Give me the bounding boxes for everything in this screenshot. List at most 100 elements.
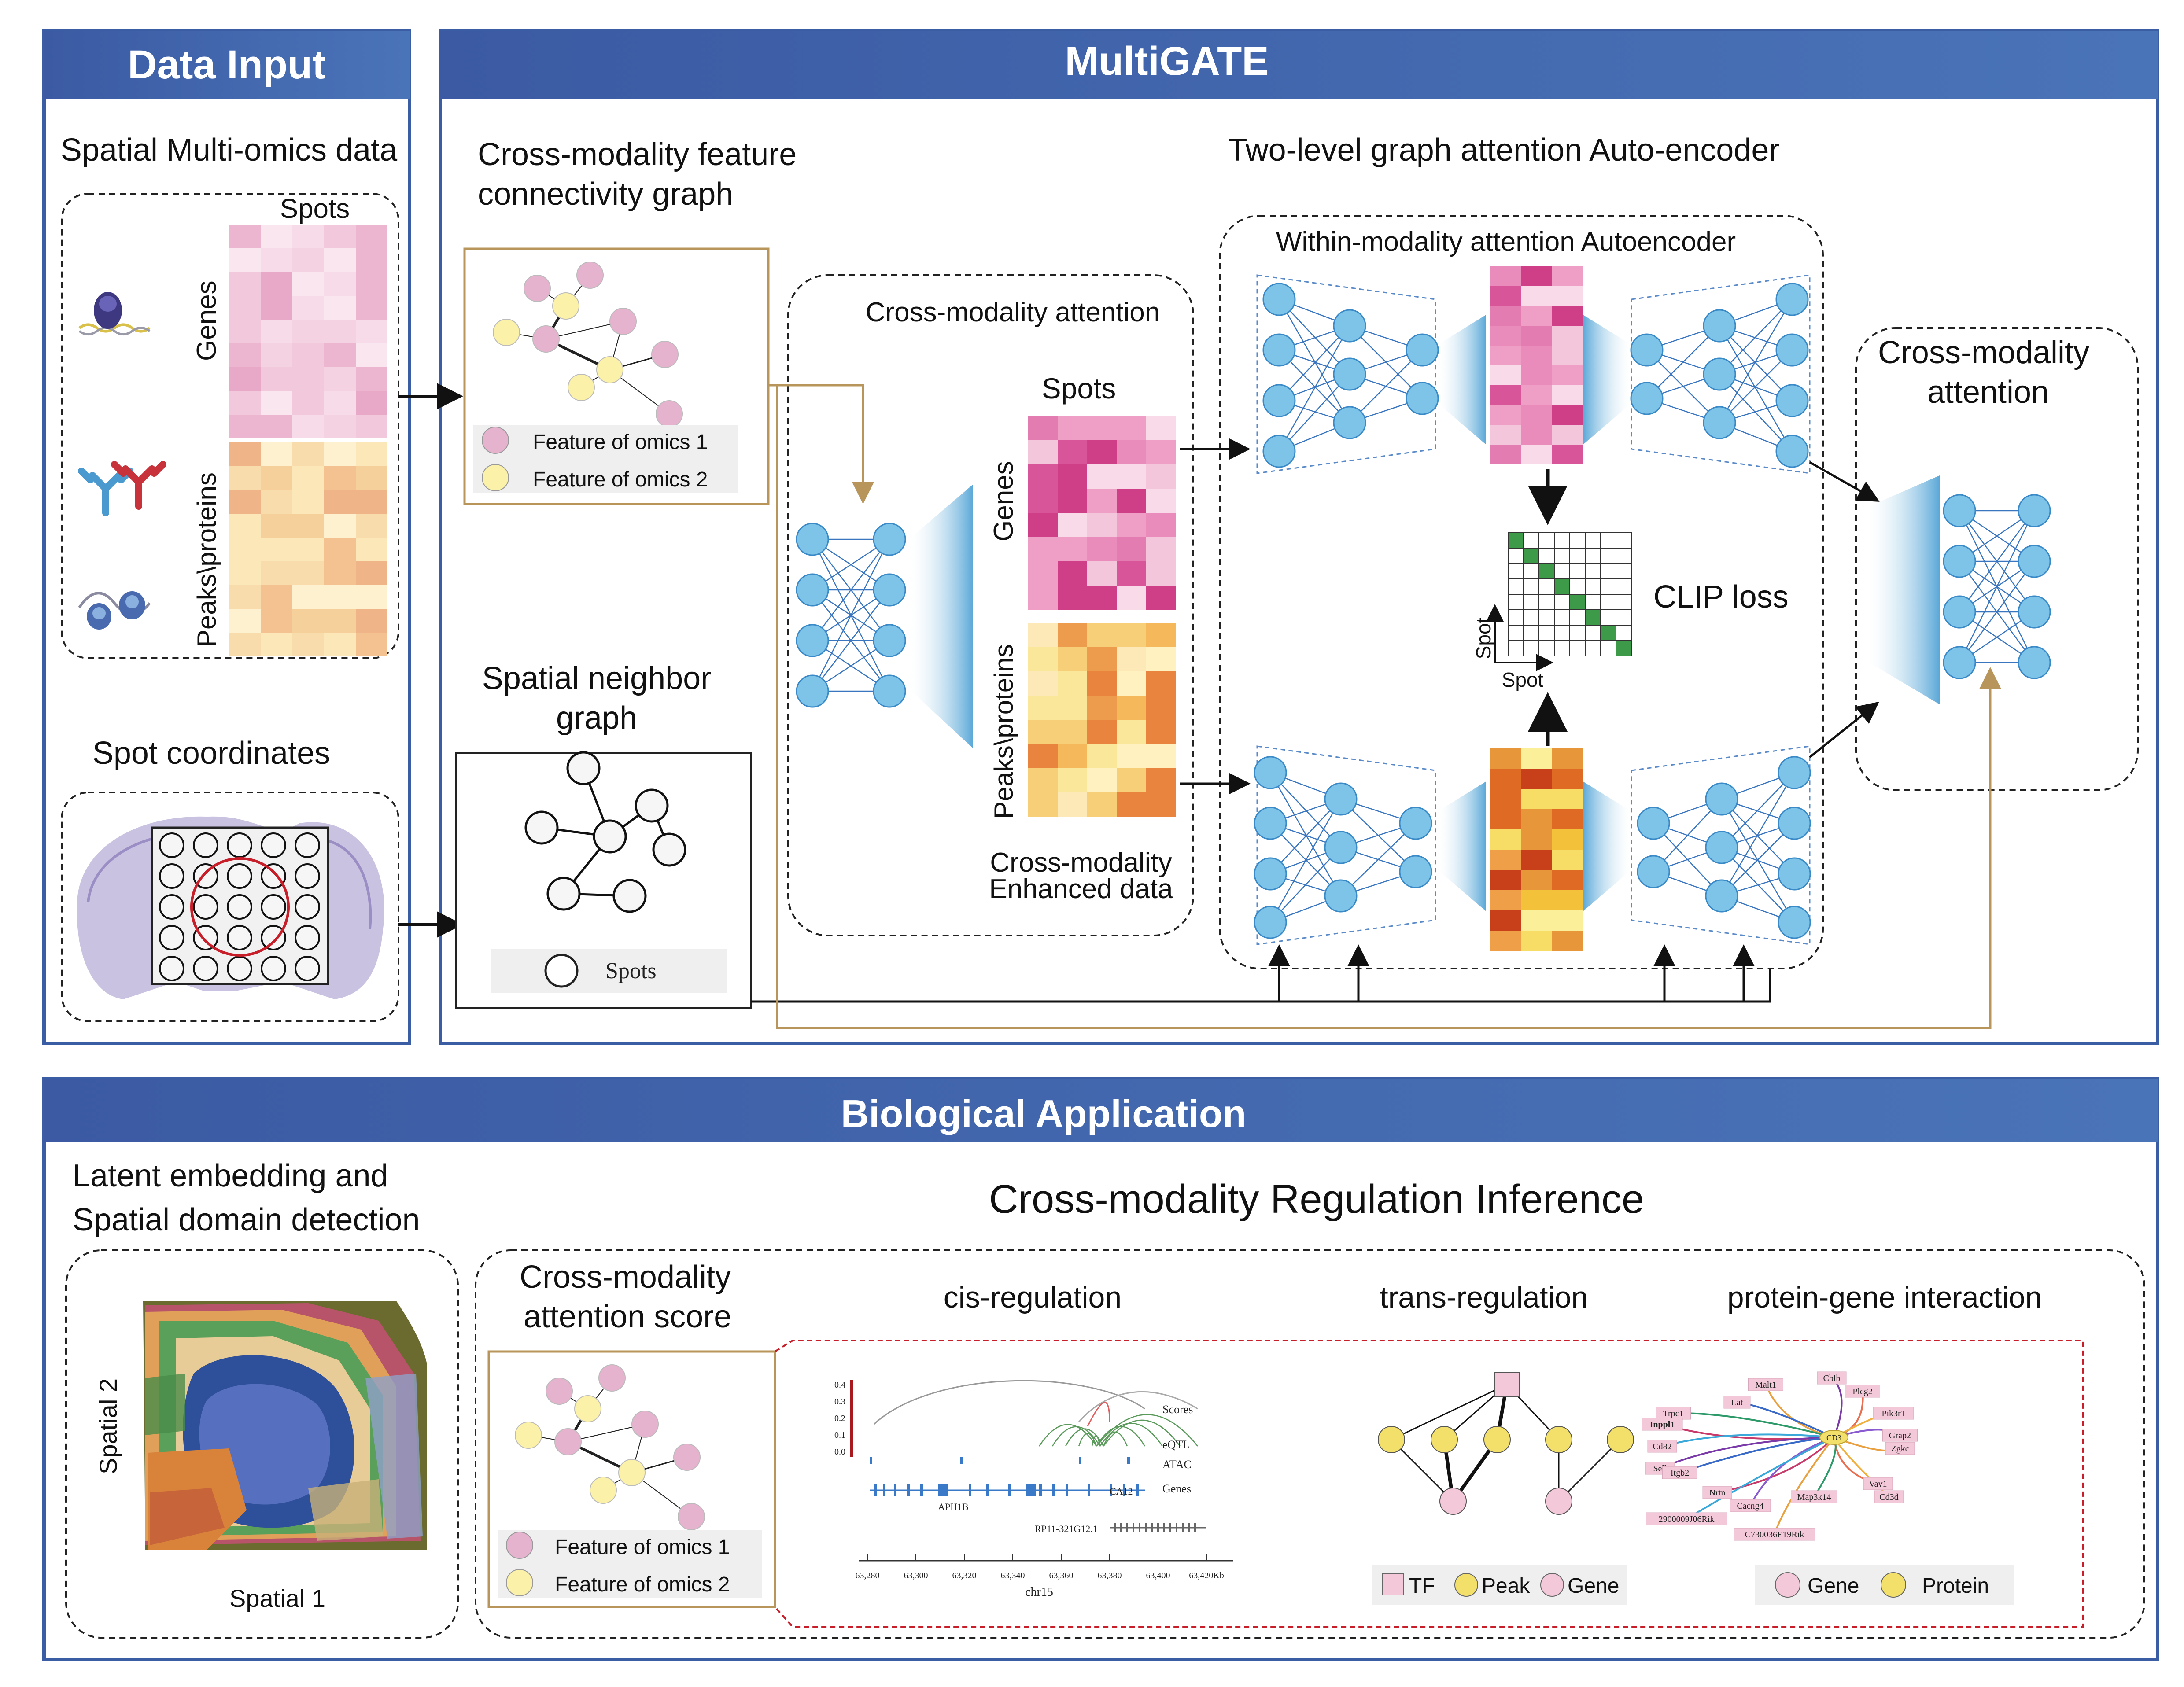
nn-node <box>1254 807 1287 840</box>
heatmap-cell <box>1552 910 1583 931</box>
spatial-node <box>546 877 581 911</box>
score-y-ticks: 0.40.30.20.10.0 <box>834 1380 845 1457</box>
latent-funnel-top-right <box>1583 315 1629 445</box>
heatmap-cell <box>1117 416 1146 440</box>
clip-cell <box>1600 578 1616 595</box>
encoder-funnel <box>911 484 973 748</box>
score-arc-2 <box>1078 1391 1198 1422</box>
nn-edge <box>1719 325 1793 452</box>
nn-node <box>1333 406 1366 439</box>
nn-node <box>1778 857 1811 891</box>
clip-cell <box>1538 594 1555 610</box>
heatmap-cell <box>1117 489 1146 513</box>
latent-funnel-bottom-right <box>1583 781 1629 911</box>
heatmap-cell <box>292 490 324 514</box>
heatmap-cell <box>324 296 356 320</box>
nn-edge <box>1719 325 1793 401</box>
dna-icon <box>78 292 151 335</box>
spots-label-input: Spots <box>280 194 350 224</box>
spot-grid-circles <box>159 832 320 981</box>
heatmap-cell <box>1087 744 1117 768</box>
nn-edge <box>812 539 890 692</box>
gene-exon <box>883 1484 885 1496</box>
clip-cell <box>1508 563 1524 579</box>
heatmap-cell <box>229 248 261 272</box>
track-label-atac: ATAC <box>1162 1458 1192 1471</box>
heatmap-cell <box>261 367 292 391</box>
score-tick-label: 0.1 <box>834 1430 845 1440</box>
heatmap-cell <box>324 248 356 272</box>
attention-score-title-2: attention score <box>524 1299 731 1334</box>
peak-node <box>1483 1426 1511 1453</box>
nn-node <box>1324 782 1358 816</box>
heatmap-cell <box>1521 789 1552 809</box>
nn-edge <box>1721 772 1795 896</box>
nn-edge <box>1721 772 1795 848</box>
bio-header: Biological Application <box>841 1092 1247 1135</box>
clip-cell <box>1554 594 1570 610</box>
heatmap-cell <box>1028 586 1058 610</box>
cis-title: cis-regulation <box>944 1281 1122 1314</box>
eqtl-arc <box>1096 1414 1198 1447</box>
heatmap-cell <box>1490 870 1521 890</box>
heatmap-cell <box>292 514 324 538</box>
feature-graph-title-1: Cross-modality feature <box>478 137 797 172</box>
clip-cell <box>1600 548 1616 564</box>
pgi-node-box <box>1845 1385 1880 1398</box>
clip-cell <box>1616 625 1632 641</box>
antibody-icon <box>78 461 166 516</box>
heatmap-cell <box>1490 385 1521 405</box>
heatmap-cell <box>1028 489 1058 513</box>
clip-cell <box>1569 532 1586 549</box>
heatmap-cell <box>1117 720 1146 744</box>
heatmap-cell <box>1552 346 1583 365</box>
heatmap-cell <box>1028 744 1058 768</box>
pgi-edge <box>1662 1433 1834 1447</box>
gene-exon <box>1110 1484 1112 1496</box>
gene-node <box>1439 1488 1467 1515</box>
heatmap-cell <box>1521 405 1552 425</box>
gene-exon <box>1088 1484 1090 1496</box>
heatmap-cell <box>1058 489 1087 513</box>
gene-exon <box>1136 1484 1139 1496</box>
pgi-gene-legend-label: Gene <box>1808 1574 1859 1598</box>
clip-cell <box>1616 548 1632 564</box>
heatmap-cell <box>1117 671 1146 696</box>
heatmap-cell <box>1087 768 1117 792</box>
nn-node <box>1333 309 1366 343</box>
heatmap-cell <box>1058 768 1087 792</box>
legend-pink-node <box>482 427 509 454</box>
spatial-multiomics-title: Spatial Multi-omics data <box>61 133 398 168</box>
heatmap-cell <box>261 609 292 633</box>
pgi-title: protein-gene interaction <box>1727 1281 2042 1314</box>
heatmap-cell <box>1521 326 1552 346</box>
nn-node <box>796 674 829 708</box>
heatmap-cell <box>292 367 324 391</box>
clip-cell <box>1585 548 1601 564</box>
spot-circle <box>159 863 184 889</box>
spot-circle <box>227 863 252 889</box>
heatmap-cell <box>261 391 292 415</box>
heatmap-cell <box>356 367 387 391</box>
heatmap-cell <box>1058 720 1087 744</box>
clip-cell <box>1523 548 1539 564</box>
feature-connectivity-graph <box>493 262 683 427</box>
spatial-node <box>566 751 601 785</box>
heatmap-cell <box>1087 671 1117 696</box>
spot-circle <box>261 925 286 950</box>
cross-attention-box <box>787 274 1194 936</box>
pgi-node-label: Cd82 <box>1653 1442 1671 1451</box>
axis-tick-label: 63,360 <box>1049 1571 1074 1580</box>
pgi-node-box <box>1873 1407 1914 1420</box>
spot-circle <box>159 832 184 858</box>
heatmap-cell <box>1117 464 1146 489</box>
clip-cell <box>1538 563 1555 579</box>
heatmap-cell <box>292 415 324 438</box>
pgi-node-box <box>1730 1499 1771 1512</box>
heatmap-cell <box>356 225 387 248</box>
nn-edge <box>1719 350 1793 423</box>
heatmap-cell <box>1521 385 1552 405</box>
clip-cell <box>1508 594 1524 610</box>
graph-node <box>598 1364 626 1392</box>
heatmap-cell <box>1490 365 1521 385</box>
